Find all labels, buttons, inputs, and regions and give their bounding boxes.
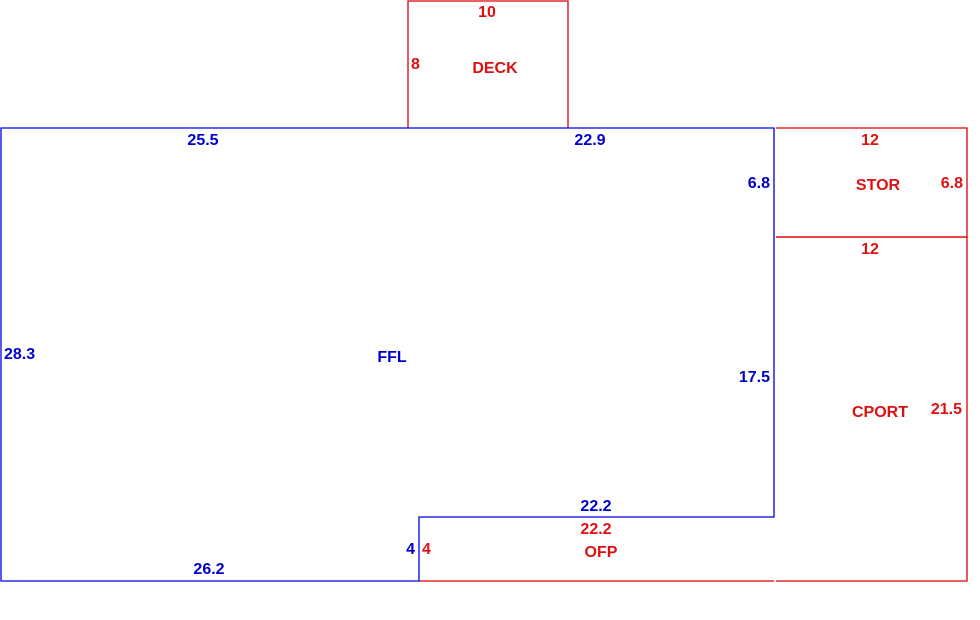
stor-name: STOR	[856, 177, 901, 194]
ffl-dim-left: 28.3	[4, 346, 35, 363]
offp-dim-top: 22.2	[580, 521, 611, 538]
deck-name: DECK	[472, 60, 518, 77]
ffl-dim-top-left: 25.5	[187, 132, 218, 149]
cport-dim-top: 12	[861, 241, 879, 258]
ffl-dim-right-upper: 6.8	[748, 175, 770, 192]
ffl-dim-bottom: 26.2	[193, 561, 224, 578]
offp-name: OFP	[585, 544, 618, 561]
stor-dim-side: 6.8	[941, 175, 963, 192]
deck-outline	[407, 0, 569, 128]
cport-name: CPORT	[852, 404, 908, 421]
ffl-name: FFL	[377, 349, 407, 366]
cport-dim-side: 21.5	[931, 401, 962, 418]
ffl-dim-notch-top: 22.2	[580, 498, 611, 515]
cport-outline	[776, 236, 968, 582]
ffl-outline	[0, 127, 775, 582]
ffl-dim-top-right: 22.9	[574, 132, 605, 149]
offp-dim-side: 4	[422, 541, 431, 558]
ffl-dim-right-lower: 17.5	[739, 369, 770, 386]
deck-dim-side: 8	[411, 56, 420, 73]
ffl-dim-notch-side: 4	[406, 541, 415, 558]
deck-dim-top: 10	[478, 4, 496, 21]
stor-dim-top: 12	[861, 132, 879, 149]
